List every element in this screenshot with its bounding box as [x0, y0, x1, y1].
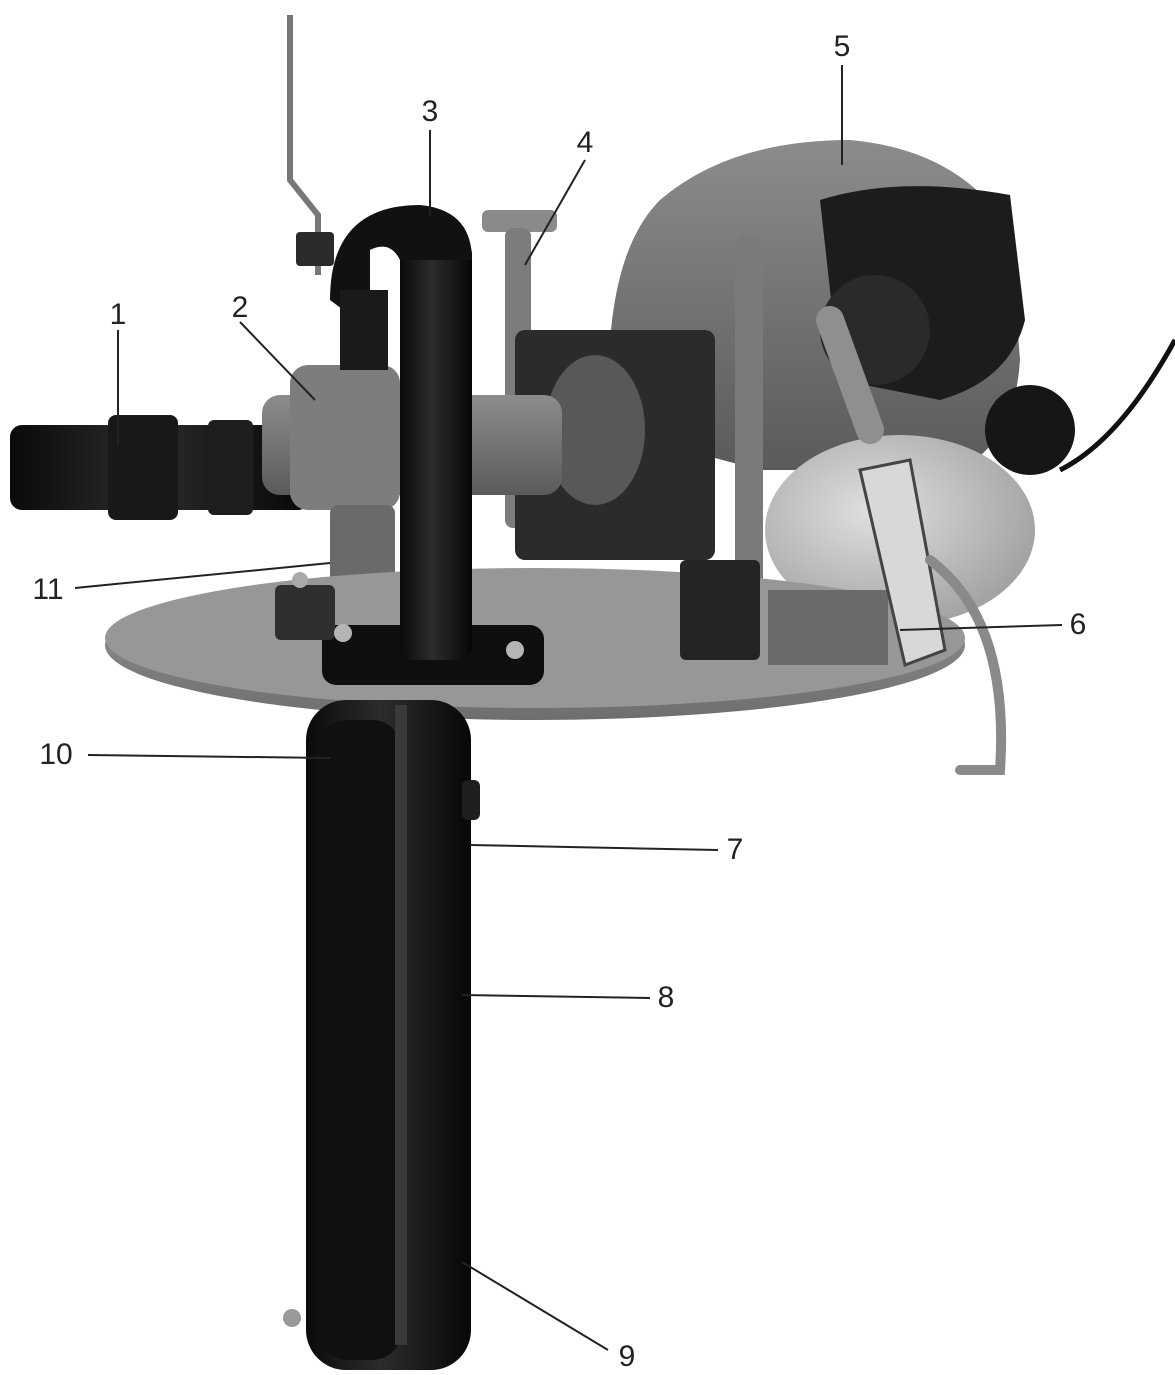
callout-5: 5: [833, 30, 851, 63]
mount-clamp: [515, 330, 715, 560]
callout-8: 8: [657, 981, 675, 1014]
trigger-lever: [816, 306, 1007, 775]
callout-6: 6: [1069, 608, 1087, 641]
hose-connector: [10, 415, 310, 520]
callout-7: 7: [726, 833, 744, 866]
control-rod: [287, 15, 334, 275]
callout-9: 9: [618, 1340, 636, 1373]
leader-line-2: [239, 321, 316, 401]
callout-4: 4: [576, 126, 594, 159]
leader-line-8: [461, 994, 651, 999]
intake-tube: [283, 700, 480, 1370]
leader-line-7: [469, 844, 719, 851]
leader-line-9: [461, 1261, 609, 1351]
leader-line-4: [524, 159, 586, 266]
callout-10: 10: [39, 738, 73, 771]
leader-line-10: [87, 754, 331, 759]
callout-11: 11: [32, 573, 64, 606]
leader-line-11: [74, 562, 331, 589]
elbow-pipe: [330, 205, 472, 660]
callout-1: 1: [109, 298, 127, 331]
callout-2: 2: [231, 291, 249, 324]
callout-3: 3: [421, 95, 439, 128]
leader-lines: [74, 65, 1063, 1351]
leader-line-6: [899, 624, 1063, 631]
